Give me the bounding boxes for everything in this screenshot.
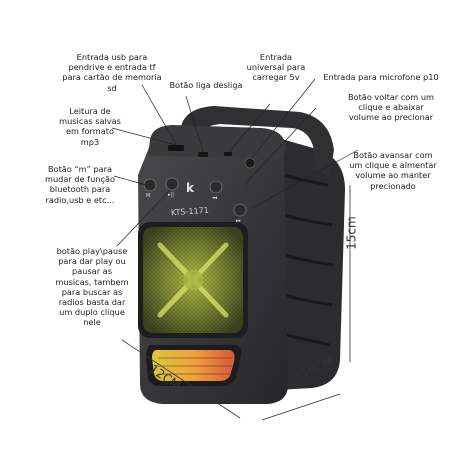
label-mic-input: Entrada para microfone p10 [323,72,439,82]
brand-mark: k [186,181,195,195]
label-power-button: Botão liga desliga [169,80,243,90]
charge-port [224,152,232,156]
leader-lines [111,78,359,247]
label-charge-input: Entrada universal para carregar 5v [246,52,306,83]
svg-text:◂◂: ◂◂ [212,195,218,201]
power-switch [198,152,208,157]
button-glyphs: M ▸|| ◂◂ ▸▸ [146,192,242,224]
carry-handle [180,106,334,175]
control-buttons [143,177,247,217]
mic-jack [244,157,256,169]
dimension-lines [121,185,351,421]
svg-text:M: M [146,193,150,199]
label-prev-button: Botão voltar com um clique e abaixar vol… [347,92,435,123]
svg-text:▸||: ▸|| [168,192,174,198]
dimension-height: 15cm [344,216,359,250]
label-mode-button: Botão “m” para mudar de função bluetooth… [45,164,115,205]
usb-port [168,145,184,151]
label-play-button: botão play\pause para dar play ou pausar… [55,246,129,328]
label-next-button: Botão avansar com um clique e almentar v… [349,150,437,191]
label-mp3-reading: Leitura de musicas salvas em formato mp3 [59,106,121,147]
label-usb-input: Entrada usb para pendrive e entrada tf p… [62,52,162,93]
svg-text:▸▸: ▸▸ [236,218,242,224]
model-label: KTS-1171 [171,206,209,218]
